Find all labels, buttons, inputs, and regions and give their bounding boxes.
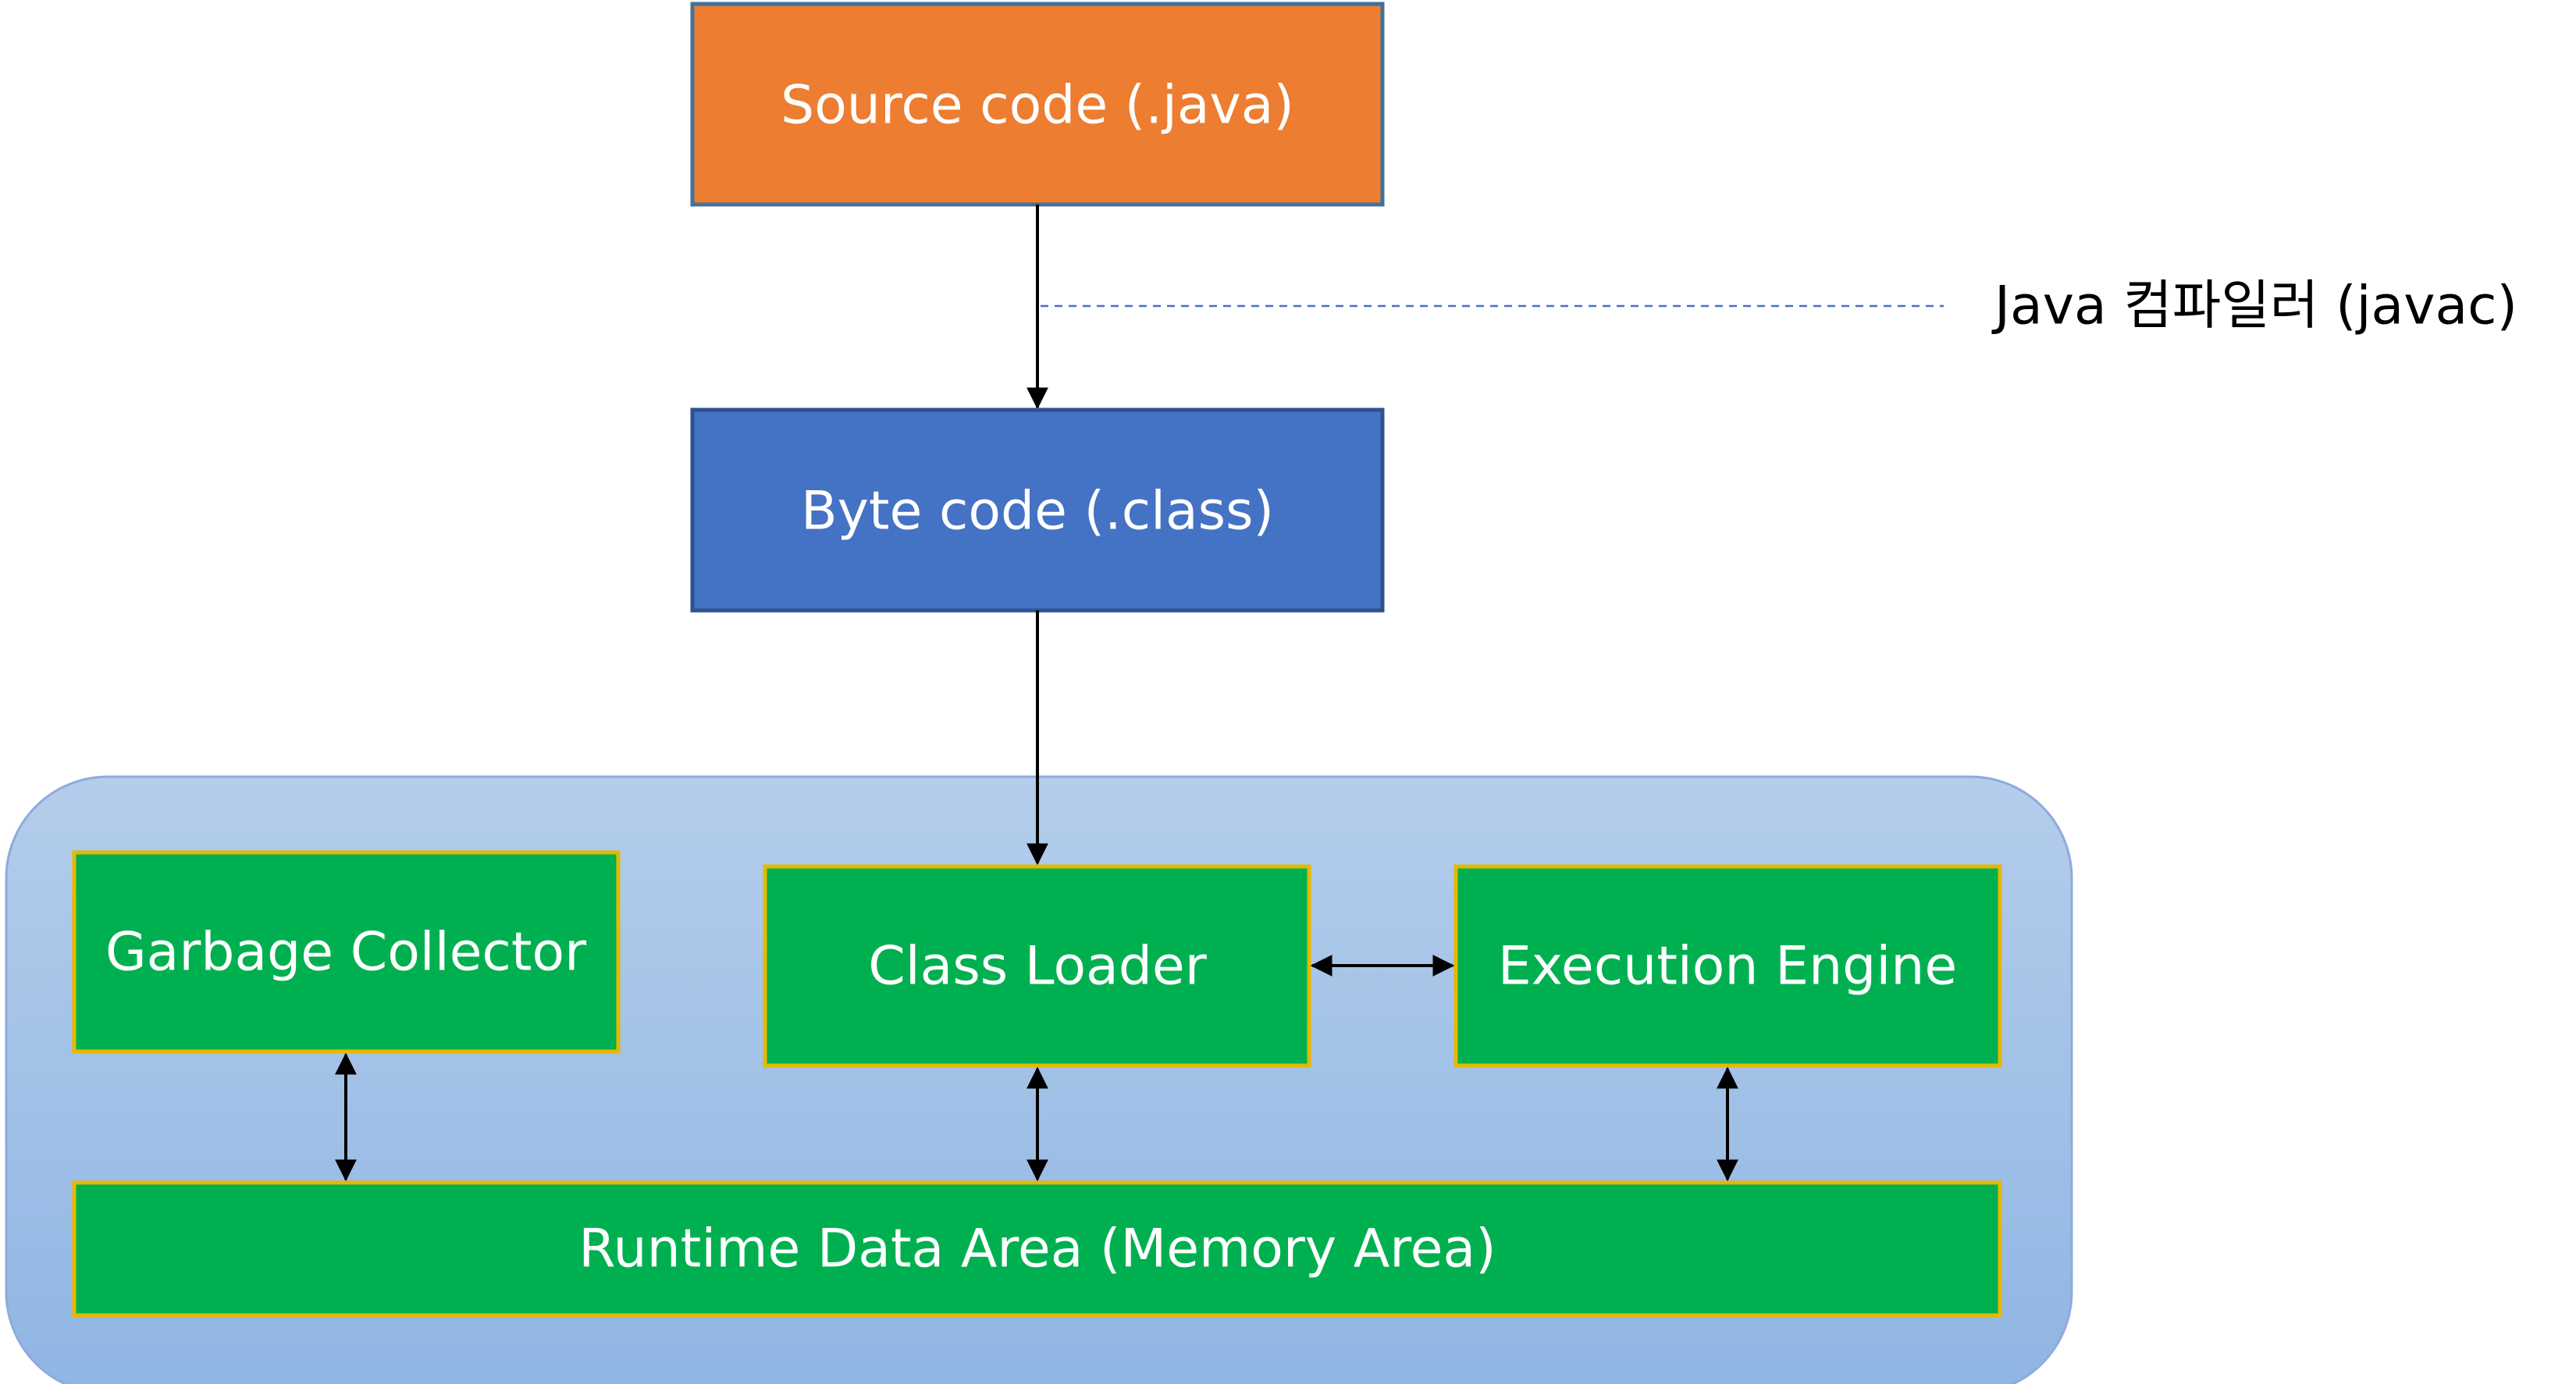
compiler-annotation: Java 컴파일러 (javac) (1991, 276, 2517, 337)
class-loader-label: Class Loader (868, 936, 1206, 998)
class-loader-node: Class Loader (763, 864, 1311, 1068)
garbage-collector-node: Garbage Collector (72, 850, 621, 1054)
execution-engine-label: Execution Engine (1498, 936, 1957, 998)
source-code-node: Source code (.java) (690, 2, 1385, 207)
source-code-label: Source code (.java) (781, 75, 1294, 137)
execution-engine-node: Execution Engine (1453, 864, 2002, 1068)
byte-code-label: Byte code (.class) (801, 481, 1274, 543)
runtime-data-area-label: Runtime Data Area (Memory Area) (578, 1219, 1496, 1280)
runtime-data-area-node: Runtime Data Area (Memory Area) (72, 1180, 2002, 1318)
garbage-collector-label: Garbage Collector (105, 922, 586, 984)
byte-code-node: Byte code (.class) (690, 407, 1385, 613)
